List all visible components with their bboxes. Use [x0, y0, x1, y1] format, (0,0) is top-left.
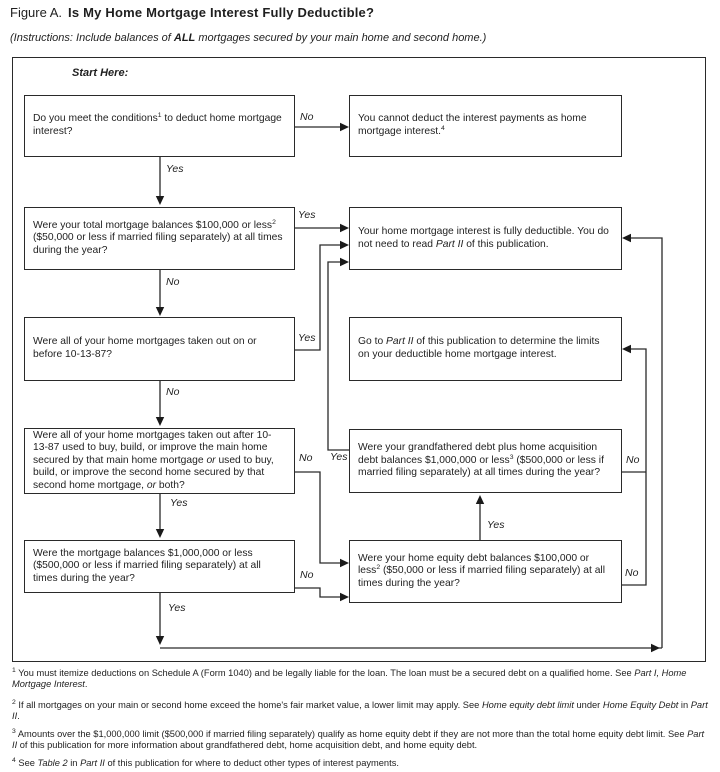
label-q1-no: No [300, 111, 314, 123]
label-q5-yes: Yes [168, 602, 186, 614]
box-result-cannot-deduct-text: You cannot deduct the interest payments … [358, 113, 587, 137]
box-question-buy-build-improve: Were all of your home mortgages taken ou… [24, 428, 295, 494]
box-question-conditions-text: Do you meet the conditions1 to deduct ho… [33, 112, 282, 137]
figure-label: Figure A. [10, 5, 63, 20]
footnote-1: 1 You must itemize deductions on Schedul… [12, 667, 687, 690]
box-result-fully-deductible: Your home mortgage interest is fully ded… [349, 207, 622, 270]
box-question-home-equity-debt-text: Were your home equity debt balances $100… [358, 552, 606, 589]
start-here-label: Start Here: [72, 67, 129, 79]
box-question-conditions: Do you meet the conditions1 to deduct ho… [24, 95, 295, 157]
box-question-grandfathered-debt-text: Were your grandfathered debt plus home a… [358, 442, 604, 479]
box-question-total-balances: Were your total mortgage balances $100,0… [24, 207, 295, 270]
box-question-before-10-13-87: Were all of your home mortgages taken ou… [24, 317, 295, 381]
page-title: Is My Home Mortgage Interest Fully Deduc… [68, 5, 375, 20]
box-result-go-to-part2: Go to Part II of this publication to det… [349, 317, 622, 381]
box-question-million-limit-text: Were the mortgage balances $1,000,000 or… [33, 547, 261, 584]
label-q2-no: No [166, 276, 180, 288]
label-q5-no: No [300, 569, 314, 581]
label-q3-no: No [166, 386, 180, 398]
box-result-fully-deductible-text: Your home mortgage interest is fully ded… [358, 225, 609, 250]
label-q4-no: No [299, 452, 313, 464]
footnote-4: 4 See Table 2 in Part II of this publica… [12, 757, 399, 768]
box-question-buy-build-improve-text: Were all of your home mortgages taken ou… [33, 429, 274, 491]
label-grandfathered-no: No [626, 454, 640, 466]
box-question-before-10-13-87-text: Were all of your home mortgages taken ou… [33, 336, 257, 360]
box-question-million-limit: Were the mortgage balances $1,000,000 or… [24, 540, 295, 593]
label-home-equity-no: No [625, 567, 639, 579]
box-result-go-to-part2-text: Go to Part II of this publication to det… [358, 336, 600, 360]
page-title-line: Figure A. Is My Home Mortgage Interest Fu… [10, 5, 374, 20]
label-q4-yes: Yes [170, 497, 188, 509]
flowchart-frame [12, 57, 706, 662]
box-question-grandfathered-debt: Were your grandfathered debt plus home a… [349, 429, 622, 493]
box-question-total-balances-text: Were your total mortgage balances $100,0… [33, 218, 283, 256]
label-q2-yes: Yes [298, 209, 316, 221]
instructions-text: (Instructions: Include balances of ALL m… [10, 32, 487, 44]
label-q3-yes: Yes [298, 332, 316, 344]
label-home-equity-yes: Yes [487, 519, 505, 531]
box-question-home-equity-debt: Were your home equity debt balances $100… [349, 540, 622, 603]
box-result-cannot-deduct: You cannot deduct the interest payments … [349, 95, 622, 157]
footnote-3: 3 Amounts over the $1,000,000 limit ($50… [12, 728, 705, 751]
label-grandfathered-yes: Yes [330, 451, 348, 463]
label-q1-yes: Yes [166, 163, 184, 175]
footnote-2: 2 If all mortgages on your main or secon… [12, 699, 708, 722]
